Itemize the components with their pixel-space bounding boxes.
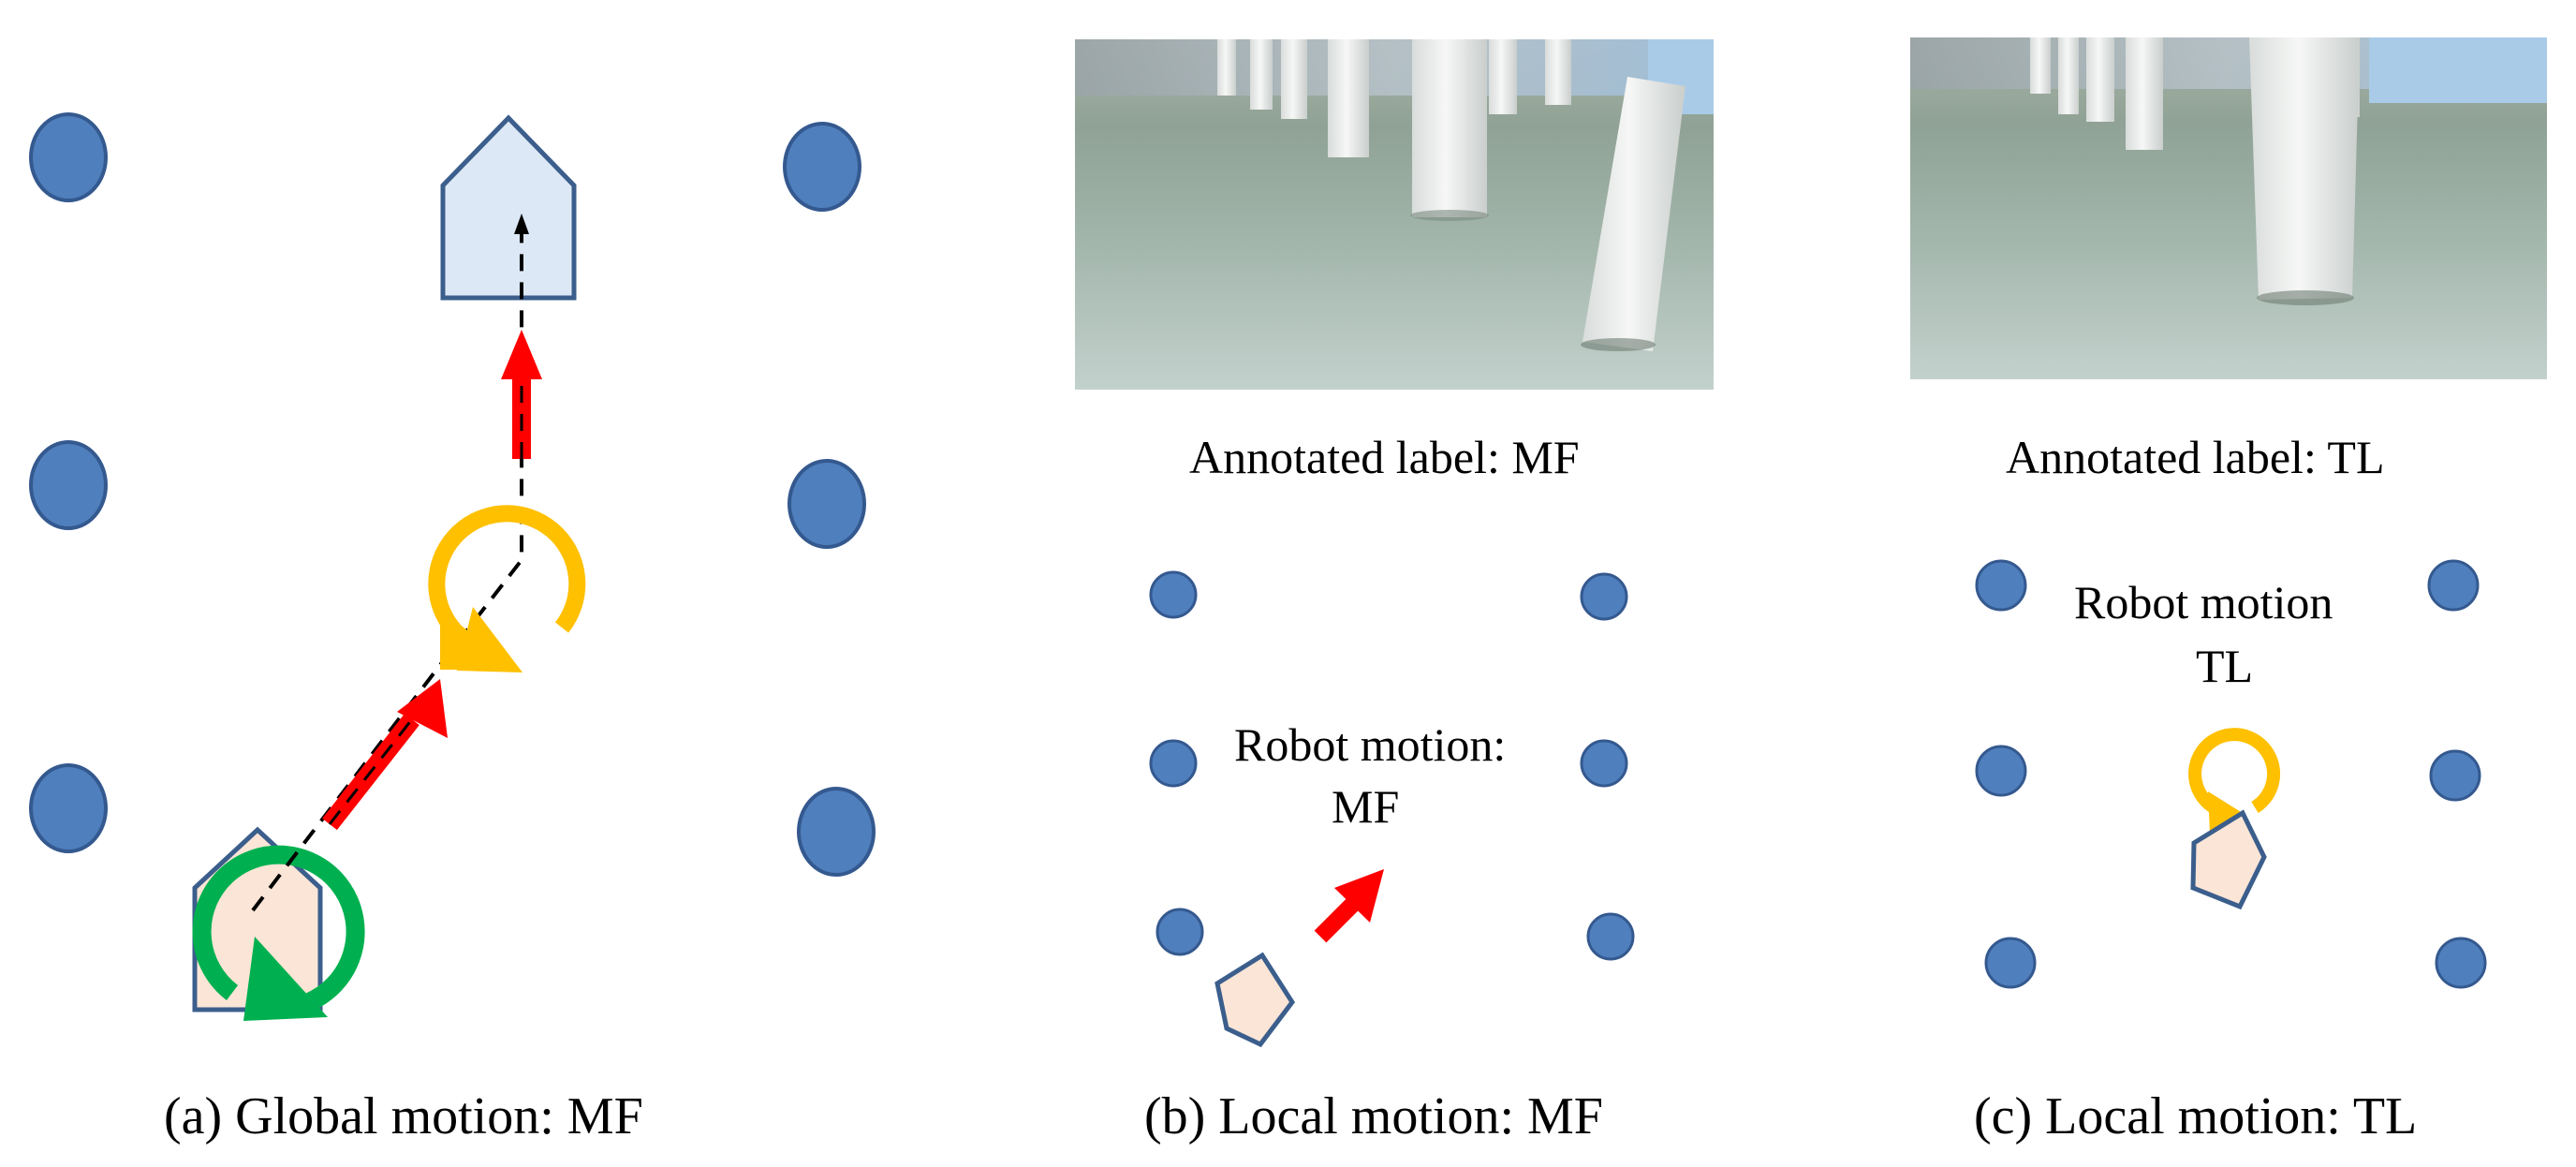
obstacle-icon (1580, 739, 1628, 788)
caption-a: (a) Global motion: MF (164, 1087, 643, 1145)
obstacle-icon (1149, 570, 1198, 619)
annotated-label-c: Annotated label: TL (2006, 431, 2385, 483)
obstacle-icon (1586, 912, 1635, 961)
turn-arrowhead-icon (457, 607, 523, 672)
robot-motion-label-b-line1: Robot motion: (1234, 718, 1506, 771)
start-rotation-arrowhead-icon (243, 937, 328, 1021)
robot-motion-label-c-line1: Robot motion (2074, 576, 2333, 628)
panel-b: Annotated label: MF Robot motion: MF (b)… (1075, 39, 1714, 1145)
obstacle-icon (788, 459, 866, 549)
obstacle-icon (1975, 745, 2027, 797)
start-rotation-arrow-icon (192, 845, 365, 1012)
obstacle-icon (1975, 559, 2027, 612)
obstacle-icon (783, 122, 861, 212)
caption-b: (b) Local motion: MF (1144, 1087, 1603, 1145)
obstacle-icon (1149, 739, 1198, 788)
obstacle-icon (29, 440, 108, 530)
panel-a: (a) Global motion: MF (29, 112, 876, 1145)
camera-frame-image-c (1910, 37, 2547, 379)
panel-c: Annotated label: TL Robot motion TL (c) … (1910, 37, 2547, 1145)
move-forward-arrow-dash (328, 718, 414, 825)
robot-motion-label-b-line2: MF (1332, 780, 1399, 833)
turn-arrow-icon (428, 505, 586, 642)
pentagon-robot-icon (2190, 809, 2267, 910)
obstacle-icon (797, 787, 876, 877)
obstacle-icon (29, 763, 108, 853)
move-forward-arrowhead-icon (397, 679, 448, 738)
robot-motion-label-c-line2: TL (2196, 640, 2253, 692)
obstacle-icon (2427, 559, 2480, 612)
obstacle-icon (1580, 572, 1628, 621)
move-forward-arrowhead-icon (1334, 869, 1384, 923)
obstacle-icon (1156, 908, 1204, 956)
path-arrowhead-icon (514, 214, 529, 234)
turn-left-arrow-icon (2188, 728, 2281, 817)
obstacle-icon (2429, 749, 2481, 802)
house-goal-icon (440, 114, 577, 301)
pentagon-robot-icon (1214, 952, 1296, 1048)
camera-frame-image-b (1075, 39, 1714, 390)
obstacle-icon (29, 112, 108, 202)
annotated-label-b: Annotated label: MF (1189, 431, 1580, 483)
obstacle-icon (1984, 937, 2037, 989)
move-forward-arrow-icon (1314, 894, 1362, 943)
obstacle-icon (2435, 937, 2487, 989)
move-forward-arrowhead-icon (501, 330, 542, 379)
turn-left-arrowhead-icon (2208, 791, 2245, 834)
path-dashed-line (251, 225, 523, 912)
caption-c: (c) Local motion: TL (1974, 1087, 2417, 1145)
